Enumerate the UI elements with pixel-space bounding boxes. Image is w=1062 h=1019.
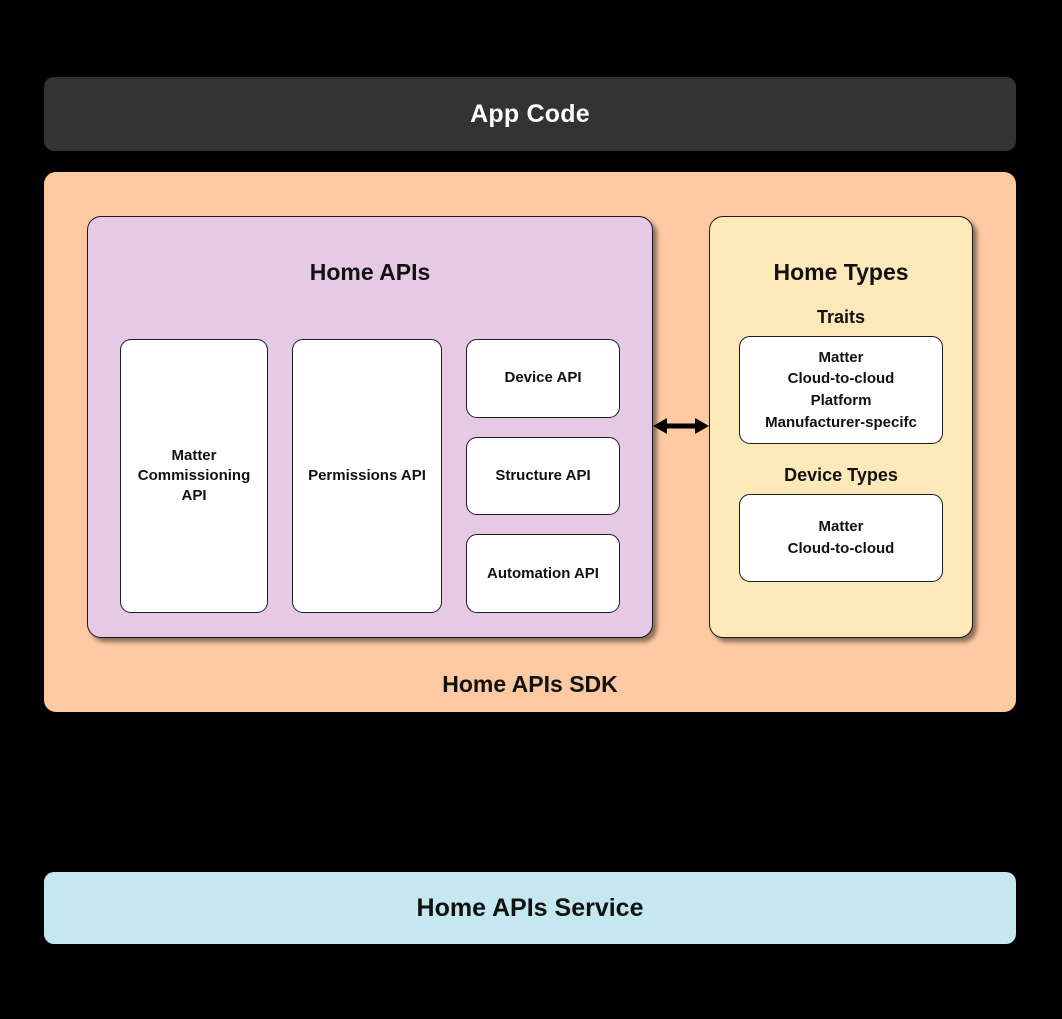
- device-types-heading: Device Types: [784, 465, 898, 485]
- home-apis-left-column: Matter Commissioning API: [120, 339, 268, 613]
- home-apis-columns: Matter Commissioning API Permissions API…: [120, 339, 620, 614]
- device-types-box: Matter Cloud-to-cloud: [739, 494, 943, 582]
- automation-api-box: Automation API: [466, 534, 620, 614]
- traits-box: Matter Cloud-to-cloud Platform Manufactu…: [739, 336, 943, 444]
- home-types-panel: Home Types Traits Matter Cloud-to-cloud …: [709, 216, 973, 638]
- permissions-api-box: Permissions API: [292, 339, 442, 613]
- bidirectional-arrow-icon: [653, 408, 709, 444]
- home-apis-sdk-panel: Home APIs Matter Commissioning API Permi…: [44, 172, 1016, 712]
- home-apis-service-block: Home APIs Service: [44, 872, 1016, 944]
- home-apis-right-column: Device API Structure API Automation API: [466, 339, 620, 614]
- home-apis-middle-column: Permissions API: [292, 339, 442, 613]
- traits-heading: Traits: [816, 307, 866, 327]
- matter-commissioning-api-box: Matter Commissioning API: [120, 339, 268, 613]
- app-code-label: App Code: [470, 99, 590, 128]
- home-types-title: Home Types: [773, 259, 909, 285]
- home-apis-service-label: Home APIs Service: [416, 893, 644, 922]
- device-api-box: Device API: [466, 339, 620, 418]
- home-apis-panel: Home APIs Matter Commissioning API Permi…: [87, 216, 653, 638]
- structure-api-box: Structure API: [466, 436, 620, 516]
- home-apis-title: Home APIs: [309, 259, 431, 285]
- home-apis-sdk-label: Home APIs SDK: [442, 671, 618, 697]
- app-code-block: App Code: [44, 77, 1016, 151]
